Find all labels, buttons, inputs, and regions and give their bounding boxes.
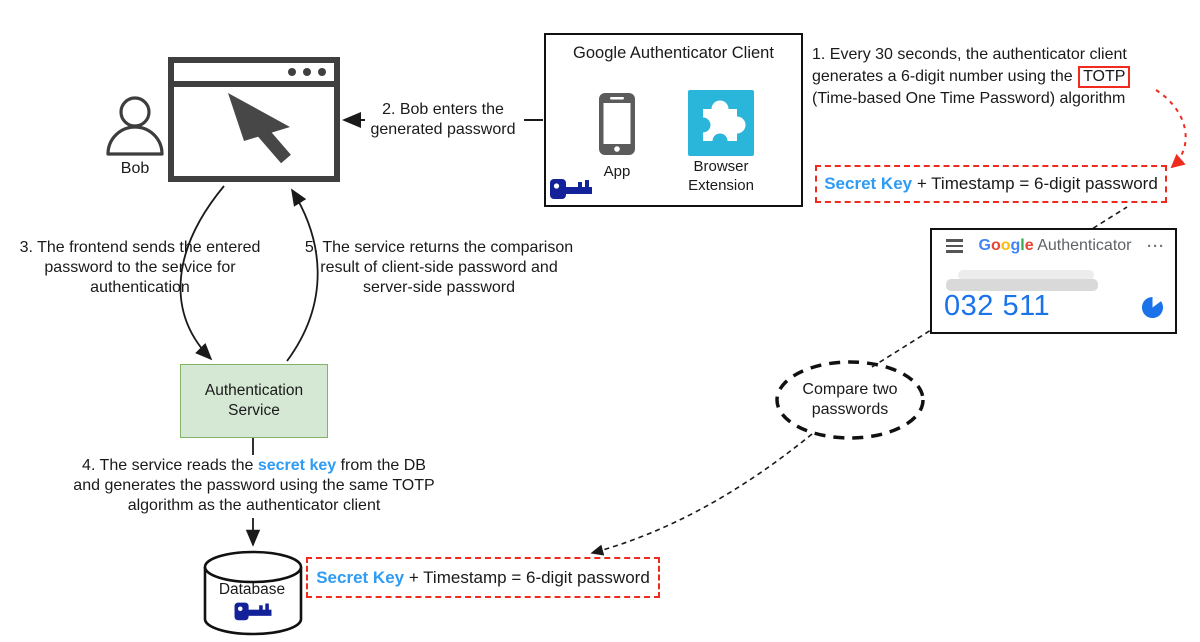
browser-dot-icon [303, 68, 311, 76]
more-options-icon[interactable]: ··· [1147, 237, 1165, 255]
step3-text: 3. The frontend sends the entered passwo… [19, 239, 261, 296]
secret-key-label: Secret Key [316, 567, 405, 587]
menu-icon[interactable] [946, 239, 963, 253]
database-label: Database [218, 581, 286, 598]
cursor-icon [228, 93, 291, 164]
dashed-link-ellipse-to-formula-bottom [590, 433, 813, 556]
person-icon [106, 96, 164, 156]
formula-box-top: Secret Key + Timestamp = 6-digit passwor… [815, 165, 1167, 203]
blurred-account-bar [958, 270, 1094, 280]
key-icon [549, 176, 593, 206]
google-authenticator-title: Google Authenticator [978, 237, 1132, 254]
secret-key-label: Secret Key [824, 174, 913, 193]
compare-ellipse-label: Compare two passwords [802, 381, 898, 418]
client-box-title: Google Authenticator Client [573, 44, 774, 62]
compare-ellipse-shape [775, 360, 925, 440]
browser-dot-icon [288, 68, 296, 76]
browser-extension-puzzle-icon [688, 90, 754, 161]
blurred-account-bar [946, 279, 1098, 291]
authenticator-header: Google Authenticator ··· [932, 237, 1175, 255]
database-cylinder-icon [203, 550, 303, 636]
authentication-service-box: Authentication Service [180, 364, 328, 438]
authenticator-client-box: Google Authenticator Client App [544, 33, 803, 207]
timer-pie-icon [1141, 296, 1164, 324]
key-icon [233, 600, 273, 627]
step4-text: 4. The service reads the secret key from… [73, 457, 435, 514]
authenticator-app-screenshot: Google Authenticator ··· 032 511 [930, 228, 1177, 334]
dashed-link-totp-to-formula [1155, 89, 1187, 169]
totp-highlight-box: TOTP [1078, 65, 1131, 88]
app-label: App [603, 163, 631, 180]
step5-text: 5. The service returns the comparison re… [304, 239, 574, 296]
arrow-service-to-frontend [286, 188, 319, 362]
arrow-frontend-to-service [179, 185, 225, 361]
browser-toolbar [174, 63, 334, 87]
secret-key-highlight: secret key [257, 457, 337, 474]
bob-label: Bob [120, 160, 150, 177]
browser-dot-icon [318, 68, 326, 76]
step1-text: 1. Every 30 seconds, the authenticator c… [812, 44, 1198, 109]
phone-app-icon [599, 93, 635, 160]
browser-window [168, 57, 340, 182]
otp-code: 032 511 [944, 290, 1051, 322]
browser-extension-label: Browser Extension [688, 158, 754, 194]
step2-text: 2. Bob enters the generated password [370, 101, 516, 138]
formula-box-bottom: Secret Key + Timestamp = 6-digit passwor… [306, 557, 660, 598]
